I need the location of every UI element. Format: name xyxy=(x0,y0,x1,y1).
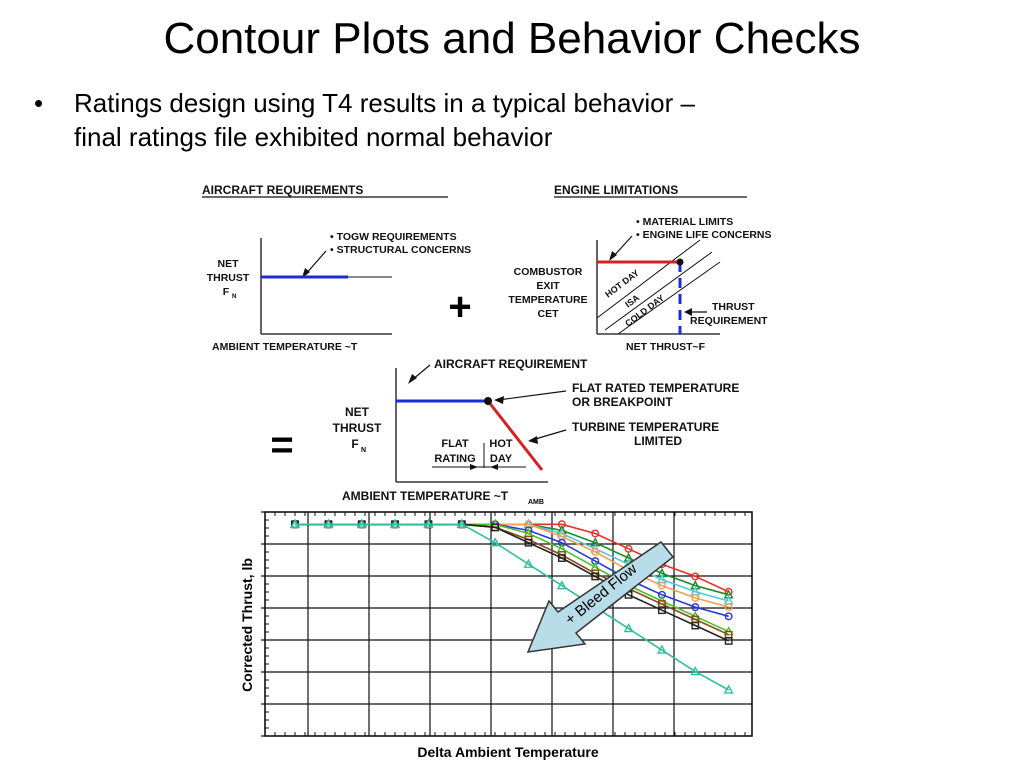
engine-annotation-1: THRUST xyxy=(712,301,755,313)
bullet-dot: • xyxy=(34,88,44,118)
data-point xyxy=(691,572,700,581)
engine-note-2: • ENGINE LIFE CONCERNS xyxy=(636,229,772,241)
data-point xyxy=(456,518,467,528)
engine-heading: ENGINE LIMITATIONS xyxy=(554,183,678,197)
combined-flat-rated-2: OR BREAKPOINT xyxy=(572,395,673,409)
bullet-text: Ratings design using T4 results in a typ… xyxy=(74,86,954,154)
data-point xyxy=(691,603,700,612)
data-point xyxy=(690,666,701,676)
aircraft-requirements-panel: AIRCRAFT REQUIREMENTS • TOGW REQUIREMENT… xyxy=(202,183,471,353)
series-teal xyxy=(290,518,734,694)
data-point xyxy=(724,587,733,596)
data-point xyxy=(591,529,600,538)
combined-ylabel-2: THRUST xyxy=(333,421,382,435)
chart-ylabel: Corrected Thrust, lb xyxy=(239,558,255,692)
combined-flat-rated-1: FLAT RATED TEMPERATURE xyxy=(572,381,739,395)
combined-ylabel-3: F xyxy=(351,437,358,451)
aircraft-heading: AIRCRAFT REQUIREMENTS xyxy=(202,183,363,197)
data-point xyxy=(624,544,633,553)
aircraft-note-2: • STRUCTURAL CONCERNS xyxy=(330,244,471,256)
aircraft-ylabel-2: THRUST xyxy=(207,272,250,284)
combined-aircraft-label: AIRCRAFT REQUIREMENT xyxy=(434,357,588,371)
data-point xyxy=(556,580,567,590)
bullet-line-1: Ratings design using T4 results in a typ… xyxy=(74,88,695,118)
data-point xyxy=(523,558,534,568)
combined-xlabel: AMBIENT TEMPERATURE ~T xyxy=(342,489,509,503)
bullet-line-2: final ratings file exhibited normal beha… xyxy=(74,122,553,152)
data-point xyxy=(724,636,733,645)
combined-turbine-1: TURBINE TEMPERATURE xyxy=(572,420,719,434)
data-point xyxy=(323,518,334,528)
series-line xyxy=(295,523,730,691)
engine-note-1: • MATERIAL LIMITS xyxy=(636,216,733,228)
data-point xyxy=(656,644,667,654)
data-point xyxy=(491,523,500,532)
engine-ylabel-4: CET xyxy=(538,308,560,320)
data-point xyxy=(591,572,600,581)
data-point xyxy=(591,547,600,556)
bleed-flow-arrow-shape xyxy=(526,540,675,653)
data-point xyxy=(623,623,634,633)
chart-grid xyxy=(261,511,753,737)
data-point xyxy=(290,518,300,528)
engine-limitations-panel: ENGINE LIMITATIONS • MATERIAL LIMITS • E… xyxy=(508,183,771,353)
combined-region-rating: RATING xyxy=(434,453,475,465)
engine-ylabel-2: EXIT xyxy=(536,280,560,292)
combined-ylabel-sub: N xyxy=(361,447,366,454)
data-point xyxy=(490,537,501,547)
engine-xlabel: NET THRUST~F xyxy=(626,341,706,353)
aircraft-xlabel: AMBIENT TEMPERATURE ~T xyxy=(212,341,358,353)
engine-annotation-2: REQUIREMENT xyxy=(690,315,768,327)
aircraft-ylabel-3: F xyxy=(223,286,230,298)
data-point xyxy=(524,538,533,547)
data-point xyxy=(423,518,434,528)
data-point xyxy=(657,581,666,590)
aircraft-note-1: • TOGW REQUIREMENTS xyxy=(330,231,457,243)
combined-turbine-2: LIMITED xyxy=(634,434,682,448)
engine-ylabel-1: COMBUSTOR xyxy=(514,266,583,278)
engine-ylabel-3: TEMPERATURE xyxy=(508,294,587,306)
combined-region-flat: FLAT xyxy=(441,438,469,450)
slide-title: Contour Plots and Behavior Checks xyxy=(163,14,861,63)
plot-frame xyxy=(264,511,753,737)
combined-ylabel-1: NET xyxy=(345,405,370,419)
data-point xyxy=(557,554,566,562)
equals-operator: = xyxy=(270,423,293,467)
data-point xyxy=(724,612,733,621)
aircraft-ylabel-1: NET xyxy=(218,258,240,270)
combined-region-hot: HOT xyxy=(489,438,513,450)
plus-operator: + xyxy=(448,285,471,329)
data-point xyxy=(390,518,401,528)
data-point xyxy=(723,684,734,694)
data-point xyxy=(658,606,666,615)
chart-xlabel: Delta Ambient Temperature xyxy=(417,744,598,760)
aircraft-ylabel-sub: N xyxy=(232,294,236,300)
combined-region-day: DAY xyxy=(490,453,513,465)
data-point xyxy=(724,603,733,612)
combined-panel: AIRCRAFT REQUIREMENT FLAT RATED TEMPERAT… xyxy=(333,357,740,506)
data-point xyxy=(691,621,700,630)
data-point xyxy=(356,518,367,528)
combined-xlabel-sub: AMB xyxy=(528,499,544,506)
data-point xyxy=(691,593,700,602)
